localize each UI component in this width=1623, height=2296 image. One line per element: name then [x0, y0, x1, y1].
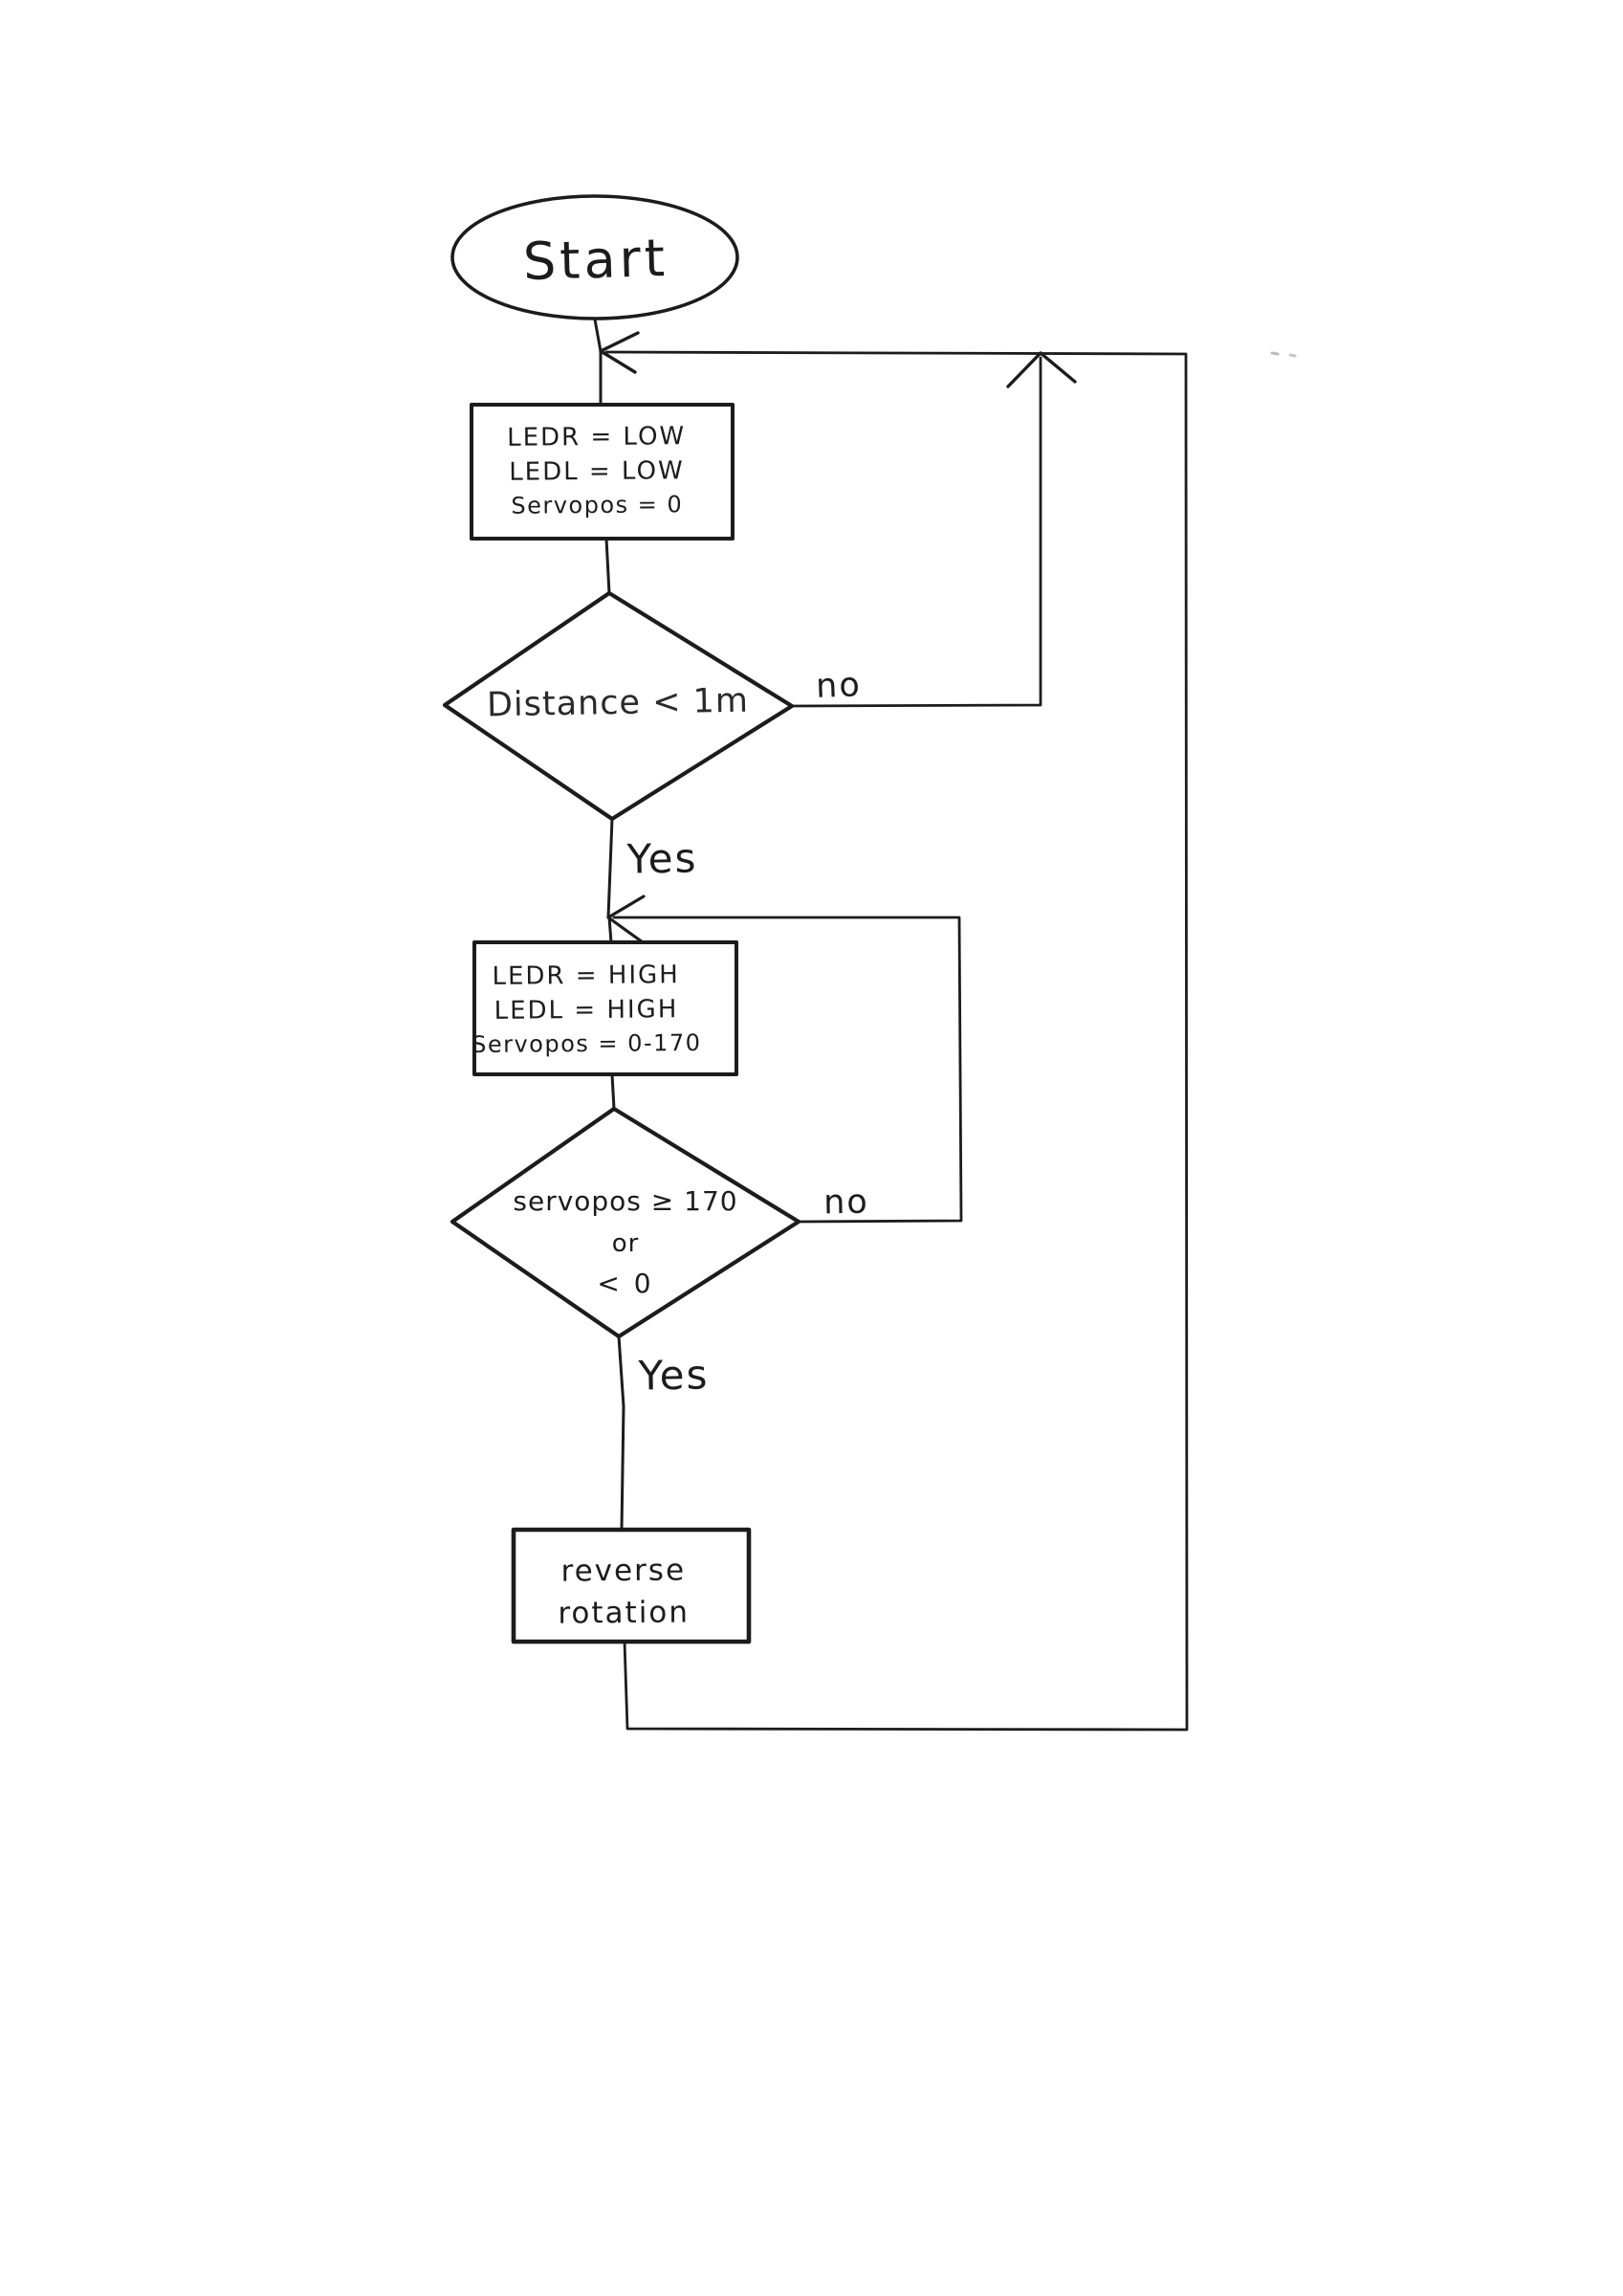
start-label: Start [522, 228, 669, 292]
process2-line-3: Servopos = 0-170 [472, 1028, 702, 1059]
decision1-condition: Distance < 1m [486, 681, 750, 725]
process1-line-3: Servopos = 0 [511, 491, 684, 519]
junction-to-process2-connector [607, 916, 613, 944]
process1-box [470, 403, 735, 541]
decision2-yes-label: Yes [638, 1351, 710, 1400]
process2-text: LEDR = HIGH LEDL = HIGH Servopos = 0-170 [461, 960, 713, 1065]
process3-box [511, 1527, 752, 1645]
decision2-no-line [612, 916, 963, 1224]
process2-line-1: LEDR = HIGH [492, 960, 680, 991]
process2-to-decision2-connector [610, 1072, 616, 1111]
decision1-yes-line [606, 817, 614, 919]
process2-box [472, 940, 738, 1076]
decision2-condition-line-3: < 0 [597, 1268, 654, 1299]
main-loop-line [604, 350, 1189, 1732]
decision1-no-arrowhead [1006, 351, 1077, 388]
process2-line-2: LEDL = HIGH [493, 995, 679, 1026]
start-to-process1-connector [593, 318, 603, 407]
process3-text: reverse rotation [514, 1549, 735, 1635]
decision2-no-label: no [822, 1182, 870, 1223]
stray-mark [1288, 353, 1297, 358]
decision2-loop-arrowhead [606, 894, 646, 944]
decision1-yes-label: Yes [626, 834, 698, 883]
process1-line-2: LEDL = LOW [509, 456, 685, 487]
loop-return-arrowhead [599, 331, 640, 374]
decision2-condition: servopos ≥ 170 or < 0 [477, 1184, 774, 1300]
stray-mark [1270, 351, 1280, 356]
process3-line-1: reverse [560, 1553, 687, 1589]
decision1-no-line [790, 356, 1042, 708]
process1-to-decision1-connector [604, 537, 611, 595]
process3-line-2: rotation [558, 1595, 691, 1631]
decision1-no-label: no [815, 666, 863, 706]
process1-text: LEDR = LOW LEDL = LOW Servopos = 0 [472, 421, 723, 526]
decision2-yes-line [617, 1335, 625, 1532]
decision2-condition-line-1: servopos ≥ 170 [513, 1185, 738, 1217]
decision2-condition-line-2: or [611, 1229, 640, 1258]
process1-line-1: LEDR = LOW [507, 422, 687, 453]
